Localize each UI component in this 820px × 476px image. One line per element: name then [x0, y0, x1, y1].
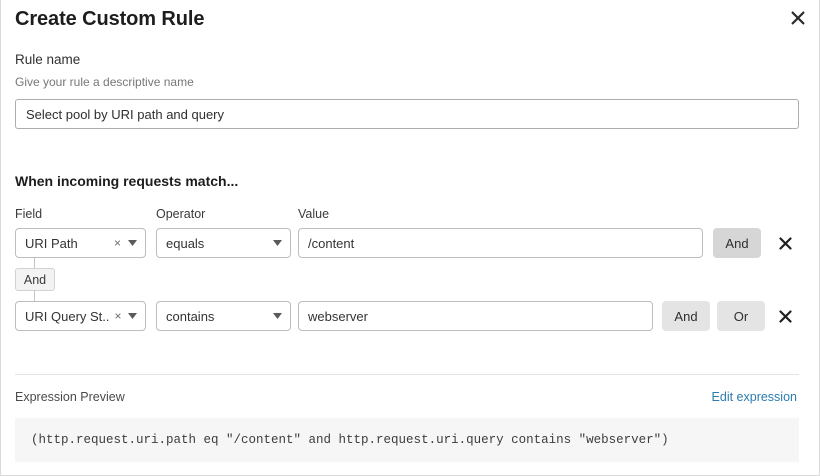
- value-input-0[interactable]: [298, 228, 703, 258]
- clear-field-icon-0[interactable]: ×: [113, 236, 121, 250]
- chevron-down-icon-op-0[interactable]: [272, 240, 290, 246]
- close-icon[interactable]: [786, 6, 810, 30]
- field-select-0[interactable]: URI Path ×: [15, 228, 146, 258]
- and-button-1[interactable]: And: [662, 301, 710, 331]
- rule-name-sublabel: Give your rule a descriptive name: [15, 75, 194, 89]
- column-header-field: Field: [15, 207, 43, 221]
- operator-select-0[interactable]: equals: [156, 228, 291, 258]
- remove-condition-icon-0[interactable]: [771, 228, 799, 258]
- chevron-down-icon-1[interactable]: [127, 313, 145, 319]
- operator-select-label-0: equals: [166, 235, 205, 251]
- remove-condition-icon-1[interactable]: [771, 301, 799, 331]
- column-header-operator: Operator: [156, 207, 206, 221]
- field-select-label-1: URI Query St...: [25, 308, 109, 324]
- match-section-heading: When incoming requests match...: [15, 173, 239, 189]
- chevron-down-icon-op-1[interactable]: [272, 313, 290, 319]
- condition-row: URI Query St... × contains And Or: [1, 301, 819, 331]
- chevron-down-icon-0[interactable]: [127, 240, 145, 246]
- field-select-label-0: URI Path: [25, 235, 78, 251]
- operator-select-1[interactable]: contains: [156, 301, 291, 331]
- connector-line-bottom: [34, 290, 35, 301]
- field-select-1[interactable]: URI Query St... ×: [15, 301, 146, 331]
- clear-field-icon-1[interactable]: ×: [114, 309, 122, 323]
- and-button-0[interactable]: And: [713, 228, 761, 258]
- value-input-1[interactable]: [298, 301, 653, 331]
- expression-preview-code: (http.request.uri.path eq "/content" and…: [15, 418, 799, 462]
- connector-line-top: [34, 258, 35, 268]
- edit-expression-link[interactable]: Edit expression: [711, 390, 797, 404]
- column-header-value: Value: [298, 207, 330, 221]
- dialog-title: Create Custom Rule: [15, 8, 205, 30]
- rule-name-input[interactable]: [15, 99, 799, 129]
- condition-row: URI Path × equals And: [1, 228, 819, 258]
- preview-divider: [15, 374, 799, 375]
- or-button-1[interactable]: Or: [717, 301, 765, 331]
- group-connector-and-button[interactable]: And: [15, 268, 55, 291]
- rule-name-label: Rule name: [15, 52, 81, 67]
- operator-select-label-1: contains: [166, 308, 215, 324]
- expression-preview-label: Expression Preview: [15, 390, 125, 404]
